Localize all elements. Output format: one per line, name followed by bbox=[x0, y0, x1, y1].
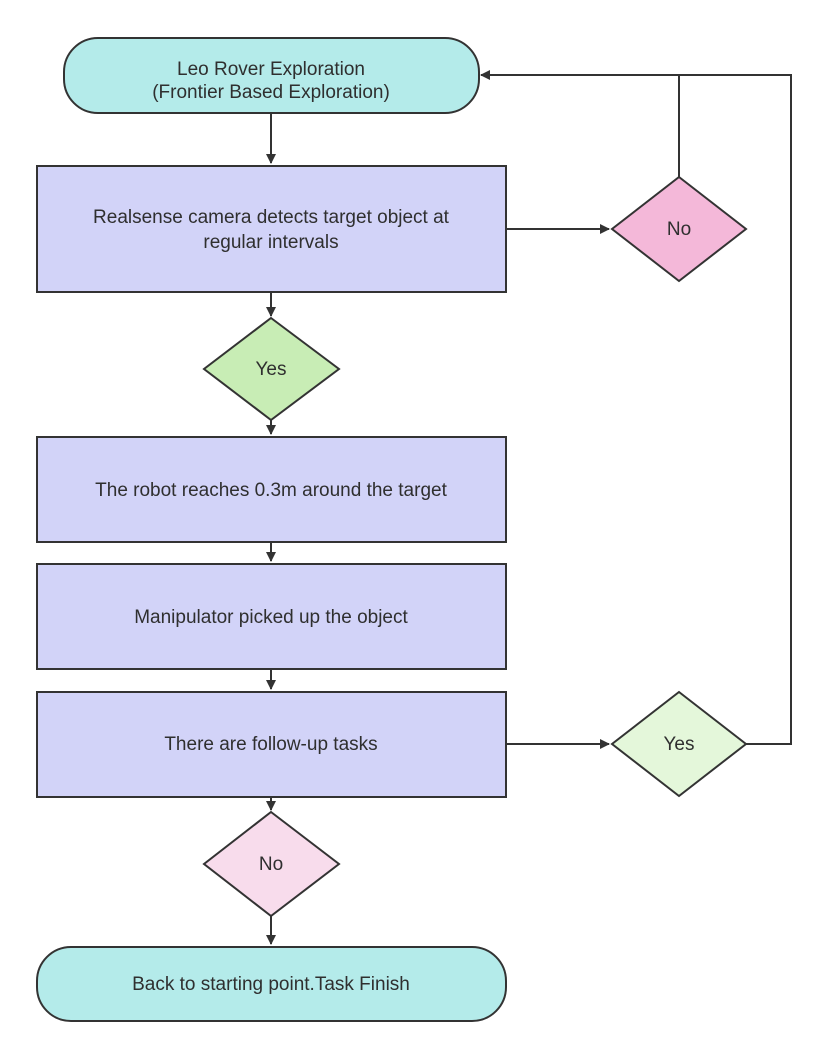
finish-node: Back to starting point.Task Finish bbox=[36, 946, 507, 1022]
decision-yes-detect-shape bbox=[202, 316, 341, 422]
finish-terminal-shape bbox=[36, 946, 507, 1022]
followup-process-shape bbox=[36, 691, 507, 798]
detect-label-line2: regular intervals bbox=[203, 232, 338, 253]
reach-process-shape bbox=[36, 436, 507, 543]
pick-node: Manipulator picked up the object bbox=[36, 563, 507, 670]
decision-no-followup: No bbox=[202, 810, 341, 918]
decision-yes-followup-shape bbox=[610, 690, 748, 798]
edge-no-loop-to-start bbox=[480, 70, 680, 177]
decision-no-detect-label: No bbox=[667, 219, 691, 240]
reach-label: The robot reaches 0.3m around the target bbox=[95, 480, 447, 501]
decision-yes-detect: Yes bbox=[202, 316, 341, 422]
decision-yes-followup: Yes bbox=[610, 690, 748, 798]
connectors bbox=[266, 70, 792, 945]
decision-no-detect: No bbox=[610, 175, 748, 283]
finish-label: Back to starting point.Task Finish bbox=[132, 974, 410, 995]
detect-label-line1: Realsense camera detects target object a… bbox=[93, 207, 450, 228]
edge-yes-loop-to-start bbox=[679, 74, 792, 745]
decision-no-followup-shape bbox=[202, 810, 341, 918]
followup-label: There are follow-up tasks bbox=[164, 734, 377, 755]
decision-no-followup-label: No bbox=[259, 854, 283, 875]
decision-yes-followup-label: Yes bbox=[664, 734, 695, 755]
start-terminal-shape bbox=[63, 37, 480, 114]
pick-label: Manipulator picked up the object bbox=[134, 607, 408, 628]
detect-process-shape bbox=[36, 165, 507, 293]
start-label-line1: Leo Rover Exploration bbox=[177, 59, 365, 80]
decision-no-detect-shape bbox=[610, 175, 748, 283]
pick-process-shape bbox=[36, 563, 507, 670]
reach-node: The robot reaches 0.3m around the target bbox=[36, 436, 507, 543]
decision-yes-detect-label: Yes bbox=[256, 359, 287, 380]
start-node: Leo Rover Exploration (Frontier Based Ex… bbox=[63, 37, 480, 114]
followup-node: There are follow-up tasks bbox=[36, 691, 507, 798]
detect-node: Realsense camera detects target object a… bbox=[36, 165, 507, 293]
start-label-line2: (Frontier Based Exploration) bbox=[152, 82, 390, 103]
